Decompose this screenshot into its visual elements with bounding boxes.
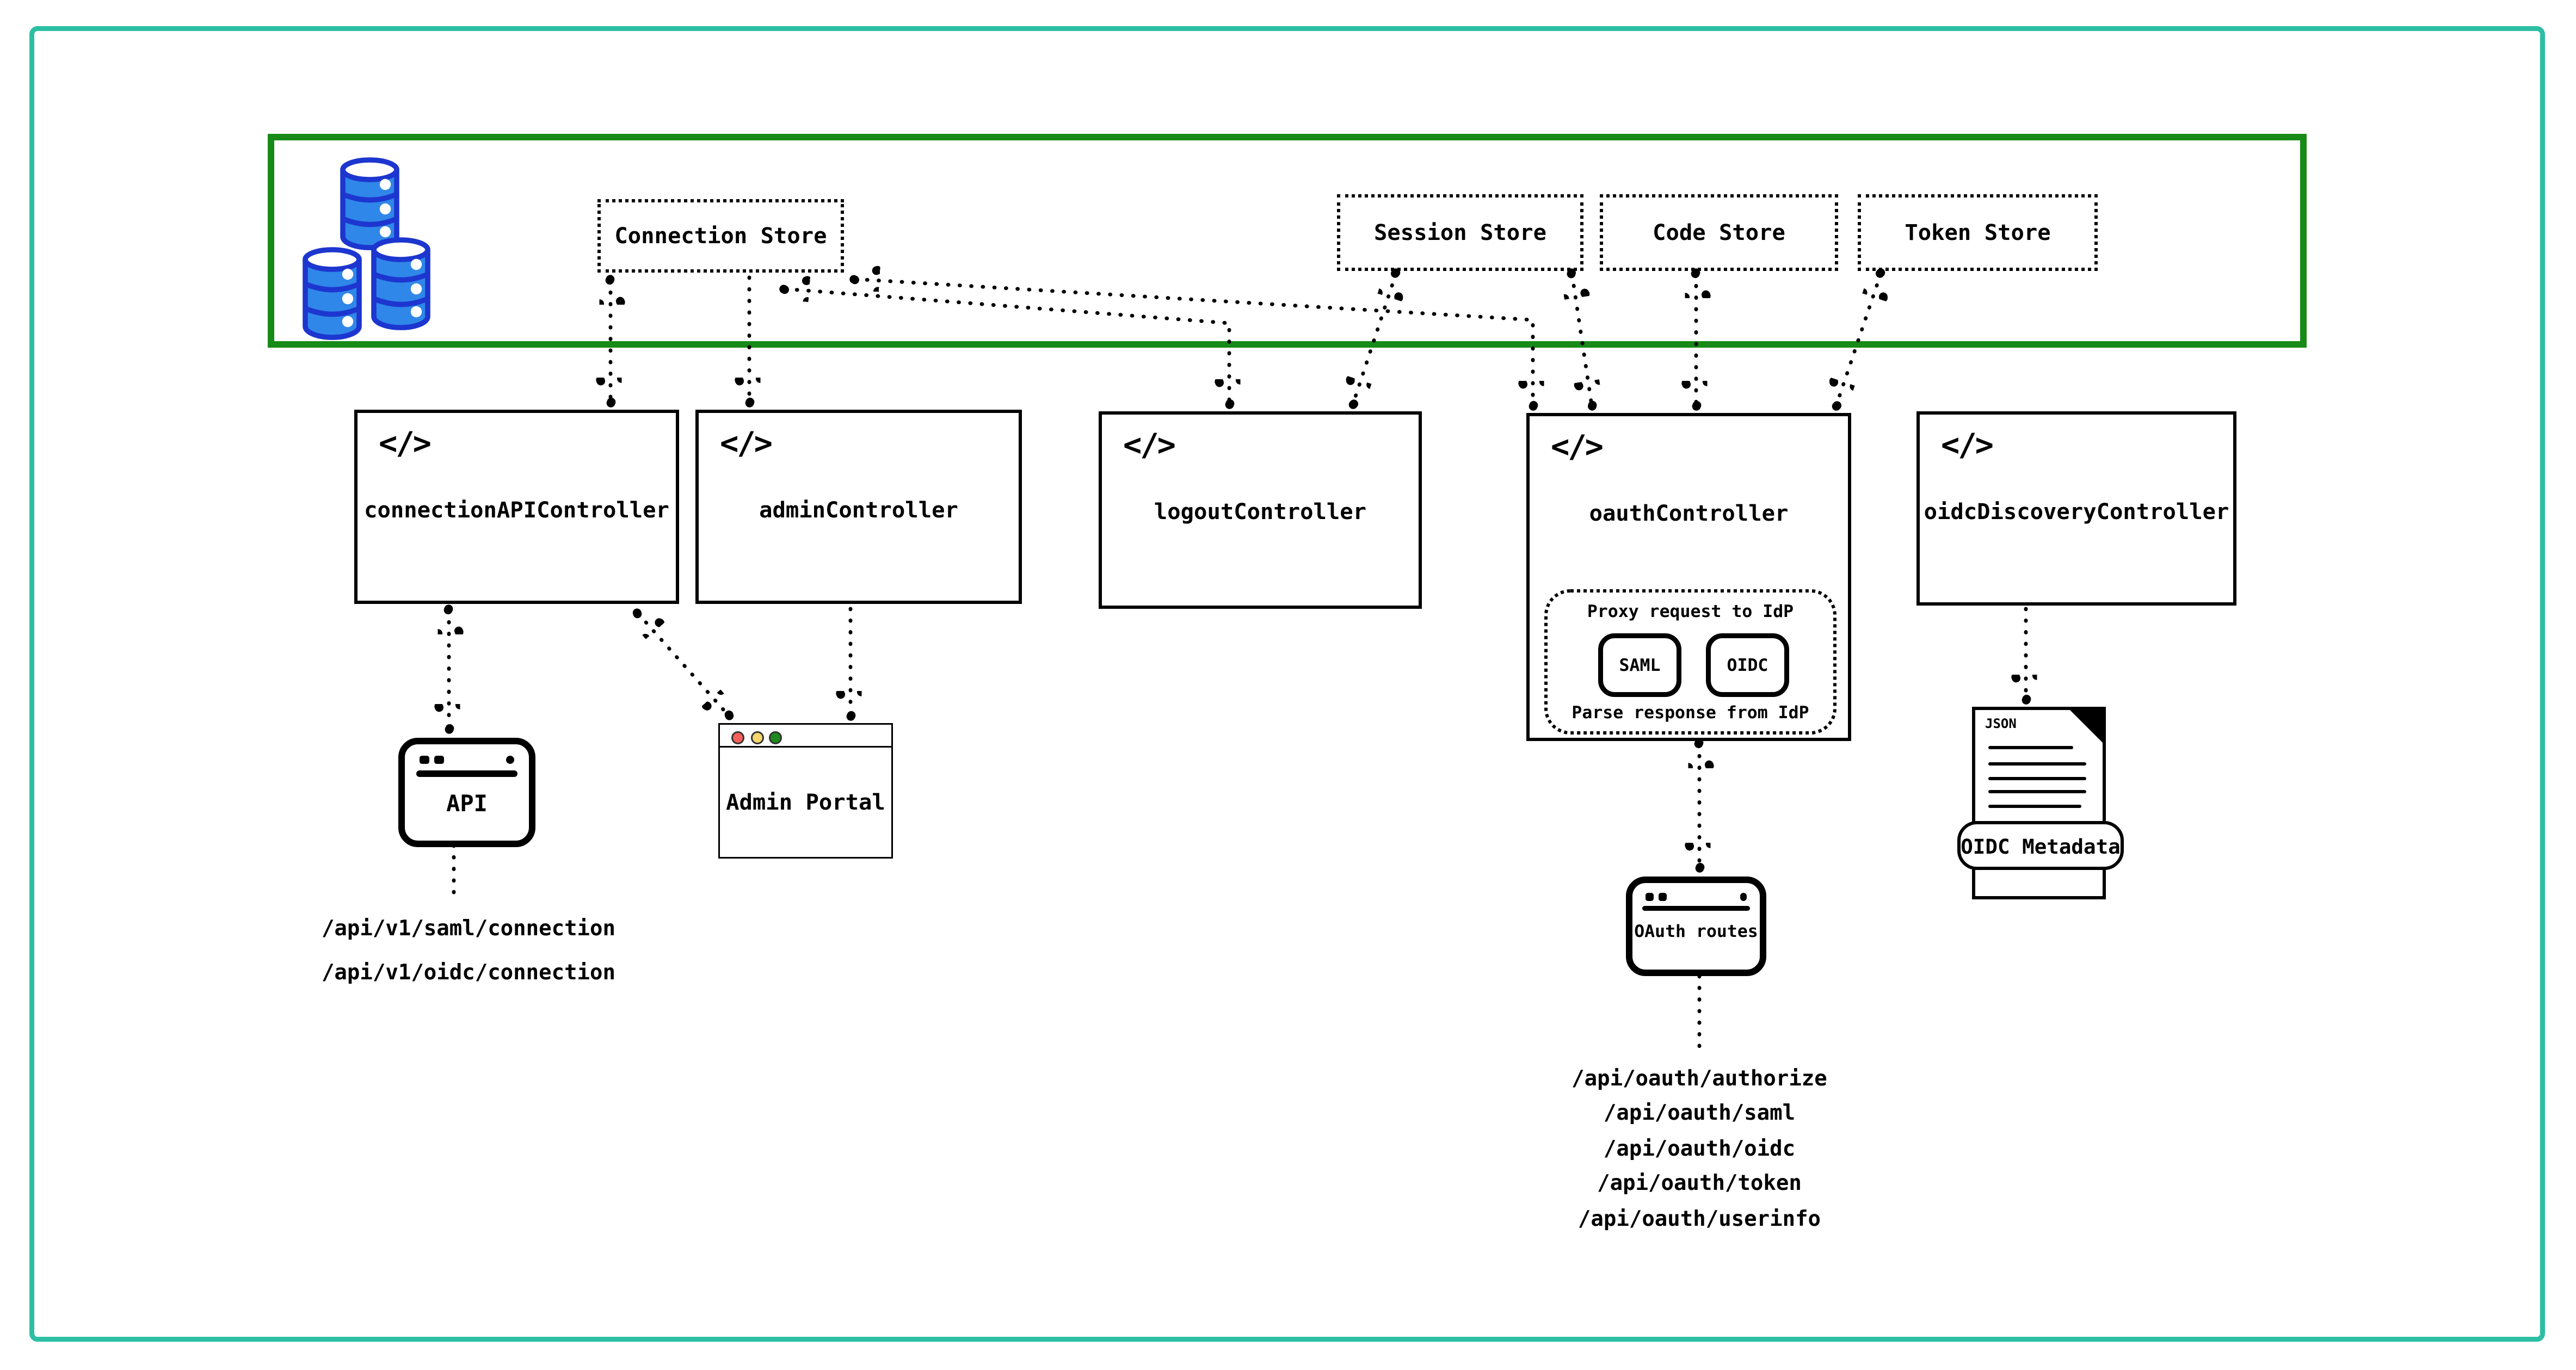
api-window-icon: API [398,738,535,847]
window-button-icon [1657,893,1666,900]
close-icon [731,730,745,744]
api-endpoint: /api/v1/oidc/connection [321,961,615,986]
oidc-metadata-banner: OIDC Metadata [1957,821,2124,870]
database-cluster-icon [303,157,430,340]
admin-controller-label: adminController [759,498,958,524]
text-line [1988,777,2086,780]
json-file-icon: JSON [1972,707,2106,899]
oauth-endpoint: /api/oauth/saml [1603,1102,1796,1127]
json-file-type-label: JSON [1985,717,2017,731]
connection-api-controller-box: </> connectionAPIController [354,410,679,604]
logout-controller-box: </> logoutController [1099,411,1422,609]
saml-protocol-badge: SAML [1598,633,1681,697]
api-endpoint-list: /api/v1/saml/connection /api/v1/oidc/con… [289,908,648,996]
oauth-routes-window-icon: OAuth routes [1626,877,1766,976]
window-button-icon [506,756,514,764]
oauth-endpoint: /api/oauth/token [1597,1172,1802,1197]
window-titlebar-line [1642,906,1750,911]
session-store-label: Session Store [1373,219,1546,246]
text-line [1988,746,2073,749]
oauth-controller-box: </> oauthController Proxy request to IdP… [1526,413,1851,741]
text-line [1988,762,2086,766]
oauth-controller-label: oauthController [1589,501,1789,527]
oauth-endpoint: /api/oauth/userinfo [1577,1207,1821,1232]
outer-frame [29,26,2545,1342]
window-button-icon [434,756,444,764]
window-button-icon [420,756,429,764]
admin-portal-window: Admin Portal [718,723,893,859]
admin-controller-box: </> adminController [695,410,1022,604]
saml-label: SAML [1619,655,1661,675]
connection-store-label: Connection Store [614,223,827,249]
proxy-request-label: Proxy request to IdP [1587,602,1794,622]
admin-portal-titlebar [720,725,891,748]
oauth-routes-label: OAuth routes [1634,922,1758,942]
connection-store-box: Connection Store [597,199,844,273]
code-icon: </> [1941,428,1994,464]
oidc-metadata-label: OIDC Metadata [1961,833,2121,858]
oidc-discovery-controller-label: oidcDiscoveryController [1924,499,2229,526]
api-window-label: API [446,792,488,818]
window-button-icon [1739,893,1747,900]
oidc-protocol-badge: OIDC [1706,633,1789,697]
window-button-icon [1646,893,1654,900]
api-endpoint: /api/v1/saml/connection [321,917,615,942]
oidc-label: OIDC [1727,655,1768,675]
logout-controller-label: logoutController [1154,499,1367,526]
session-store-box: Session Store [1337,194,1583,271]
oauth-endpoint-list: /api/oauth/authorize /api/oauth/saml /ap… [1526,1063,1872,1237]
code-icon: </> [379,426,432,462]
code-icon: </> [1123,428,1176,464]
code-store-box: Code Store [1600,194,1838,271]
code-store-label: Code Store [1653,219,1785,246]
oidc-discovery-controller-box: </> oidcDiscoveryController [1916,411,2236,606]
maximize-icon [769,730,783,744]
token-store-box: Token Store [1858,194,2098,271]
admin-portal-label: Admin Portal [726,790,885,816]
text-line [1988,805,2081,808]
connection-api-controller-label: connectionAPIController [364,498,669,524]
code-icon: </> [1551,429,1604,465]
oauth-endpoint: /api/oauth/authorize [1572,1067,1827,1092]
code-icon: </> [720,426,773,462]
folded-corner-icon [2067,707,2106,746]
minimize-icon [750,730,764,744]
token-store-label: Token Store [1905,219,2051,246]
oauth-endpoint: /api/oauth/oidc [1603,1137,1796,1162]
window-titlebar-line [416,770,517,776]
parse-response-label: Parse response from IdP [1572,703,1809,723]
text-line [1988,790,2086,793]
idp-proxy-box: Proxy request to IdP SAML OIDC Parse res… [1544,589,1837,735]
